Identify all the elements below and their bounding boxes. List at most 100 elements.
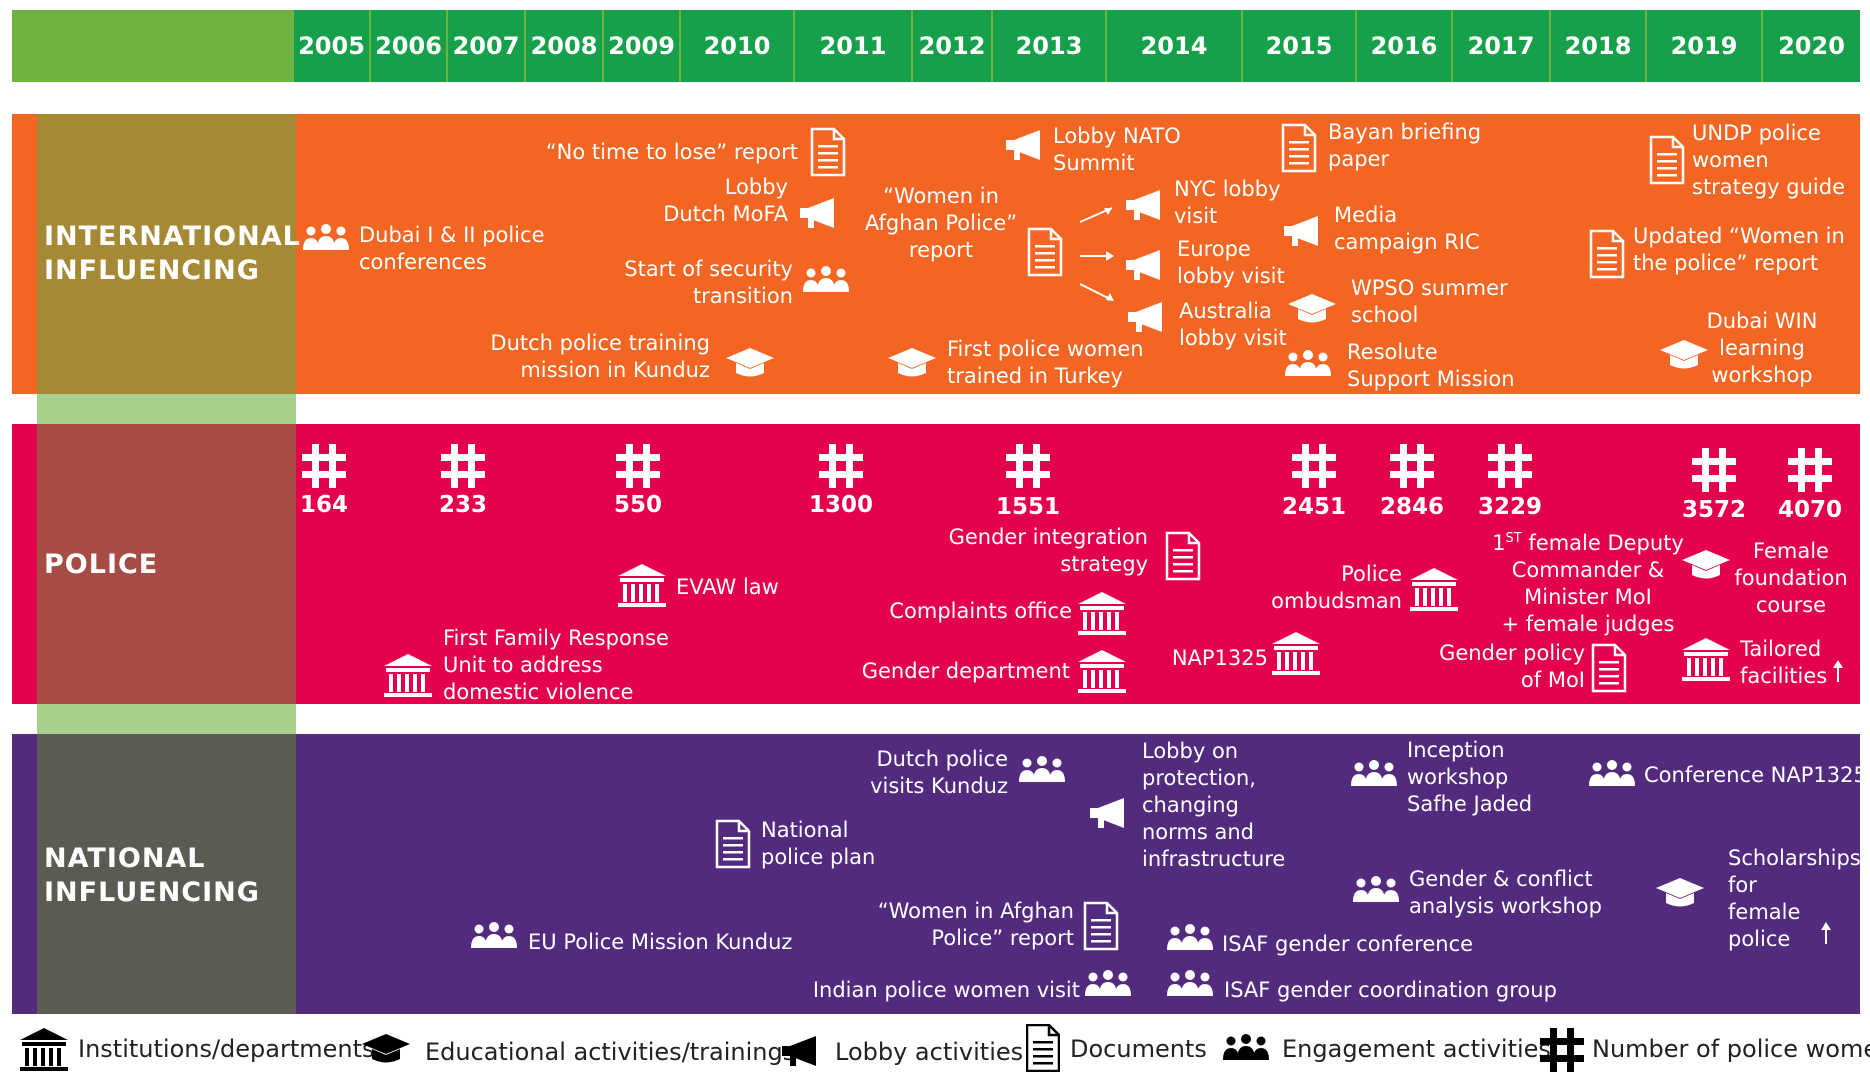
institution-icon xyxy=(1078,592,1126,635)
engagement-icon xyxy=(1085,970,1131,996)
document-icon xyxy=(1027,227,1063,277)
event-evaw-law: EVAW law xyxy=(676,575,779,599)
police-band xyxy=(12,424,1860,704)
hash-icon xyxy=(1788,448,1832,492)
document-icon xyxy=(810,127,846,177)
event-women-afghan-report-national: “Women in Afghan Police” report xyxy=(877,899,1074,950)
institution-icon xyxy=(618,564,666,607)
event-gender-policy-moi: Gender policy of MoI xyxy=(1439,641,1585,692)
count-2017: 3229 xyxy=(1477,494,1542,520)
row-international: INTERNATIONAL INFLUENCING xyxy=(44,221,301,286)
hash-icon xyxy=(1292,444,1336,488)
year-2012: 2012 xyxy=(913,10,991,82)
event-gender-integration-strategy: Gender integration strategy xyxy=(948,525,1148,576)
document-icon xyxy=(1591,643,1627,693)
event-updated-report: Updated “Women in the police” report xyxy=(1633,224,1845,275)
event-nap1325: NAP1325 xyxy=(1171,646,1268,670)
lobby-icon xyxy=(782,1036,816,1066)
engagement-icon xyxy=(1351,760,1397,786)
hash-icon xyxy=(1006,444,1050,488)
hash-icon xyxy=(1390,444,1434,488)
up-arrow-icon xyxy=(1821,922,1831,944)
event-lobby-nato: Lobby NATO Summit xyxy=(1053,124,1181,175)
event-women-afghan-police-report: “Women in Afghan Police” report xyxy=(864,184,1018,262)
legend-institutions: Institutions/departments xyxy=(78,1035,375,1063)
spine-middle xyxy=(37,424,296,704)
graduation-cap-icon xyxy=(362,1034,410,1063)
year-2020: 2020 xyxy=(1763,10,1860,82)
event-conference-nap1325: Conference NAP1325 xyxy=(1644,763,1867,787)
row-police: POLICE xyxy=(44,549,159,580)
spine-gap-2 xyxy=(37,704,296,734)
graduation-cap-icon xyxy=(726,348,774,377)
event-wpso-school: WPSO summer school xyxy=(1351,276,1508,327)
event-inception-workshop: Inception workshop Safhe Jaded xyxy=(1407,738,1533,816)
count-2013: 1551 xyxy=(995,494,1060,520)
legend-lobby: Lobby activities xyxy=(835,1038,1024,1066)
event-foundation-course: Female foundation course xyxy=(1734,539,1848,617)
event-gender-department: Gender department xyxy=(861,659,1070,683)
count-2020: 4070 xyxy=(1777,497,1842,523)
institution-icon xyxy=(20,1028,68,1071)
year-2015: 2015 xyxy=(1243,10,1355,82)
hash-icon xyxy=(1692,448,1736,492)
year-2010: 2010 xyxy=(681,10,793,82)
event-dubai-win: Dubai WIN learning workshop xyxy=(1706,309,1818,387)
graduation-cap-icon xyxy=(1682,550,1730,579)
count-2005: 164 xyxy=(299,492,348,518)
event-lobby-dutch-mofa: Lobby Dutch MoFA xyxy=(663,175,788,226)
up-arrow-icon xyxy=(1833,660,1843,682)
event-resolute-support: Resolute Support Mission xyxy=(1347,340,1515,391)
international-band xyxy=(12,114,1860,394)
event-family-response-unit: First Family Response Unit to address do… xyxy=(443,626,669,704)
event-isaf-conference: ISAF gender conference xyxy=(1222,932,1474,956)
year-2019: 2019 xyxy=(1647,10,1761,82)
engagement-icon xyxy=(803,266,849,292)
lobby-icon xyxy=(1126,250,1160,280)
event-national-police-plan: National police plan xyxy=(761,818,876,869)
year-2018: 2018 xyxy=(1551,10,1645,82)
institution-icon xyxy=(1272,632,1320,675)
year-2017: 2017 xyxy=(1453,10,1549,82)
event-complaints-office: Complaints office xyxy=(889,599,1072,623)
engagement-icon xyxy=(1167,970,1213,996)
hash-icon xyxy=(441,444,485,488)
legend-educational: Educational activities/trainings xyxy=(425,1038,796,1066)
year-2013: 2013 xyxy=(993,10,1105,82)
graduation-cap-icon xyxy=(1656,878,1704,907)
row-national: NATIONAL INFLUENCING xyxy=(44,843,260,908)
lobby-icon xyxy=(1126,190,1160,220)
count-2019: 3572 xyxy=(1681,497,1746,523)
count-2016: 2846 xyxy=(1379,494,1444,520)
document-icon xyxy=(1649,135,1685,185)
engagement-icon xyxy=(1285,350,1331,376)
institution-icon xyxy=(1078,650,1126,693)
event-no-time-report: “No time to lose” report xyxy=(545,140,798,164)
legend-engagement: Engagement activities xyxy=(1282,1035,1551,1063)
year-2005: 2005 xyxy=(294,10,369,82)
national-band xyxy=(12,734,1860,1014)
document-icon xyxy=(1083,901,1119,951)
event-bayan-briefing: Bayan briefing paper xyxy=(1328,120,1482,171)
engagement-icon xyxy=(1019,756,1065,782)
engagement-icon xyxy=(1167,924,1213,950)
ordinal-suffix: ST xyxy=(1505,531,1522,546)
event-europe-lobby: Europe lobby visit xyxy=(1177,237,1285,288)
lobby-icon xyxy=(1128,302,1162,332)
engagement-icon xyxy=(303,224,349,250)
year-2007: 2007 xyxy=(448,10,524,82)
lobby-icon xyxy=(1284,216,1318,246)
lobby-icon xyxy=(1006,130,1040,160)
year-2014: 2014 xyxy=(1107,10,1241,82)
engagement-icon xyxy=(1353,876,1399,902)
institution-icon xyxy=(1682,638,1730,681)
graduation-cap-icon xyxy=(1288,294,1336,323)
spine-top xyxy=(37,114,296,394)
year-2016: 2016 xyxy=(1357,10,1451,82)
arrow-icon xyxy=(1079,207,1114,301)
document-icon xyxy=(1281,123,1317,173)
event-dutch-police-visits: Dutch police visits Kunduz xyxy=(870,747,1008,798)
hash-icon xyxy=(1540,1028,1584,1072)
hash-icon xyxy=(1488,444,1532,488)
legend-number: Number of police women xyxy=(1592,1035,1870,1063)
